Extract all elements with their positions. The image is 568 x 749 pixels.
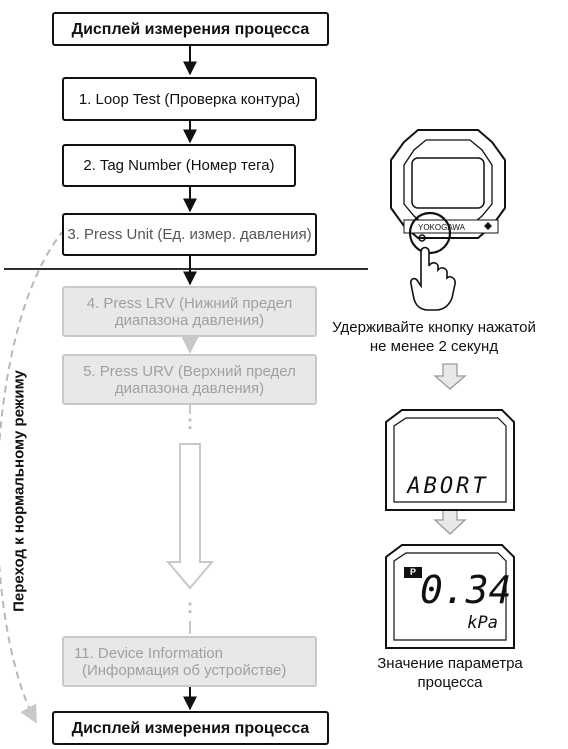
step-device-info-line1: 11. Device Information [74,644,223,662]
hand-icon [410,246,456,311]
step-loop-test[interactable]: 1. Loop Test (Проверка контура) [62,77,317,121]
step-press-lrv: 4. Press LRV (Нижний предел диапазона да… [62,286,317,337]
down-arrow [433,363,467,390]
value-caption: Значение параметра процесса [360,654,540,692]
return-dashed-arrow [0,229,65,724]
hold-caption-line2: не менее 2 секунд [369,338,499,355]
step-press-urv-line2: диапазона давления) [114,379,265,397]
process-display-top[interactable]: Дисплей измерения процесса [52,12,329,46]
step-press-lrv-line1: 4. Press LRV (Нижний предел [86,294,293,312]
step-device-information: 11. Device Information (Информация об ус… [62,636,317,687]
step-press-urv-line1: 5. Press URV (Верхний предел [83,362,296,380]
return-to-normal-label: Переход к нормальному режиму [8,348,30,633]
down-arrow [433,506,467,535]
hold-caption-line1: Удерживайте кнопку нажатой [332,319,536,336]
return-to-normal-text: Переход к нормальному режиму [10,369,28,612]
lcd-abort [385,409,515,511]
step-press-unit[interactable]: 3. Press Unit (Ед. измер. давления) [62,213,317,256]
abort-readout: ABORT [407,474,489,499]
value-caption-line2: процесса [417,674,483,691]
unit-readout: kPa [467,613,498,633]
step-press-lrv-line2: диапазона давления) [114,311,265,329]
skip-arrow [165,443,215,590]
p-badge: P [409,567,416,577]
value-caption-line1: Значение параметра [377,655,523,672]
ellipsis-2: : [186,596,194,618]
lcd-value [385,544,515,649]
ellipsis-1: : [186,412,194,434]
device-brand: YOKOGAWA [418,223,466,232]
step-press-urv: 5. Press URV (Верхний предел диапазона д… [62,354,317,405]
value-readout: 0.34 [420,568,512,612]
step-tag-number[interactable]: 2. Tag Number (Номер тега) [62,144,296,187]
hold-caption: Удерживайте кнопку нажатой не менее 2 се… [300,318,568,356]
step-device-info-line2: (Информация об устройстве) [82,661,287,679]
process-display-bottom[interactable]: Дисплей измерения процесса [52,711,329,745]
device-illustration: YOKOGAWA [390,129,506,255]
